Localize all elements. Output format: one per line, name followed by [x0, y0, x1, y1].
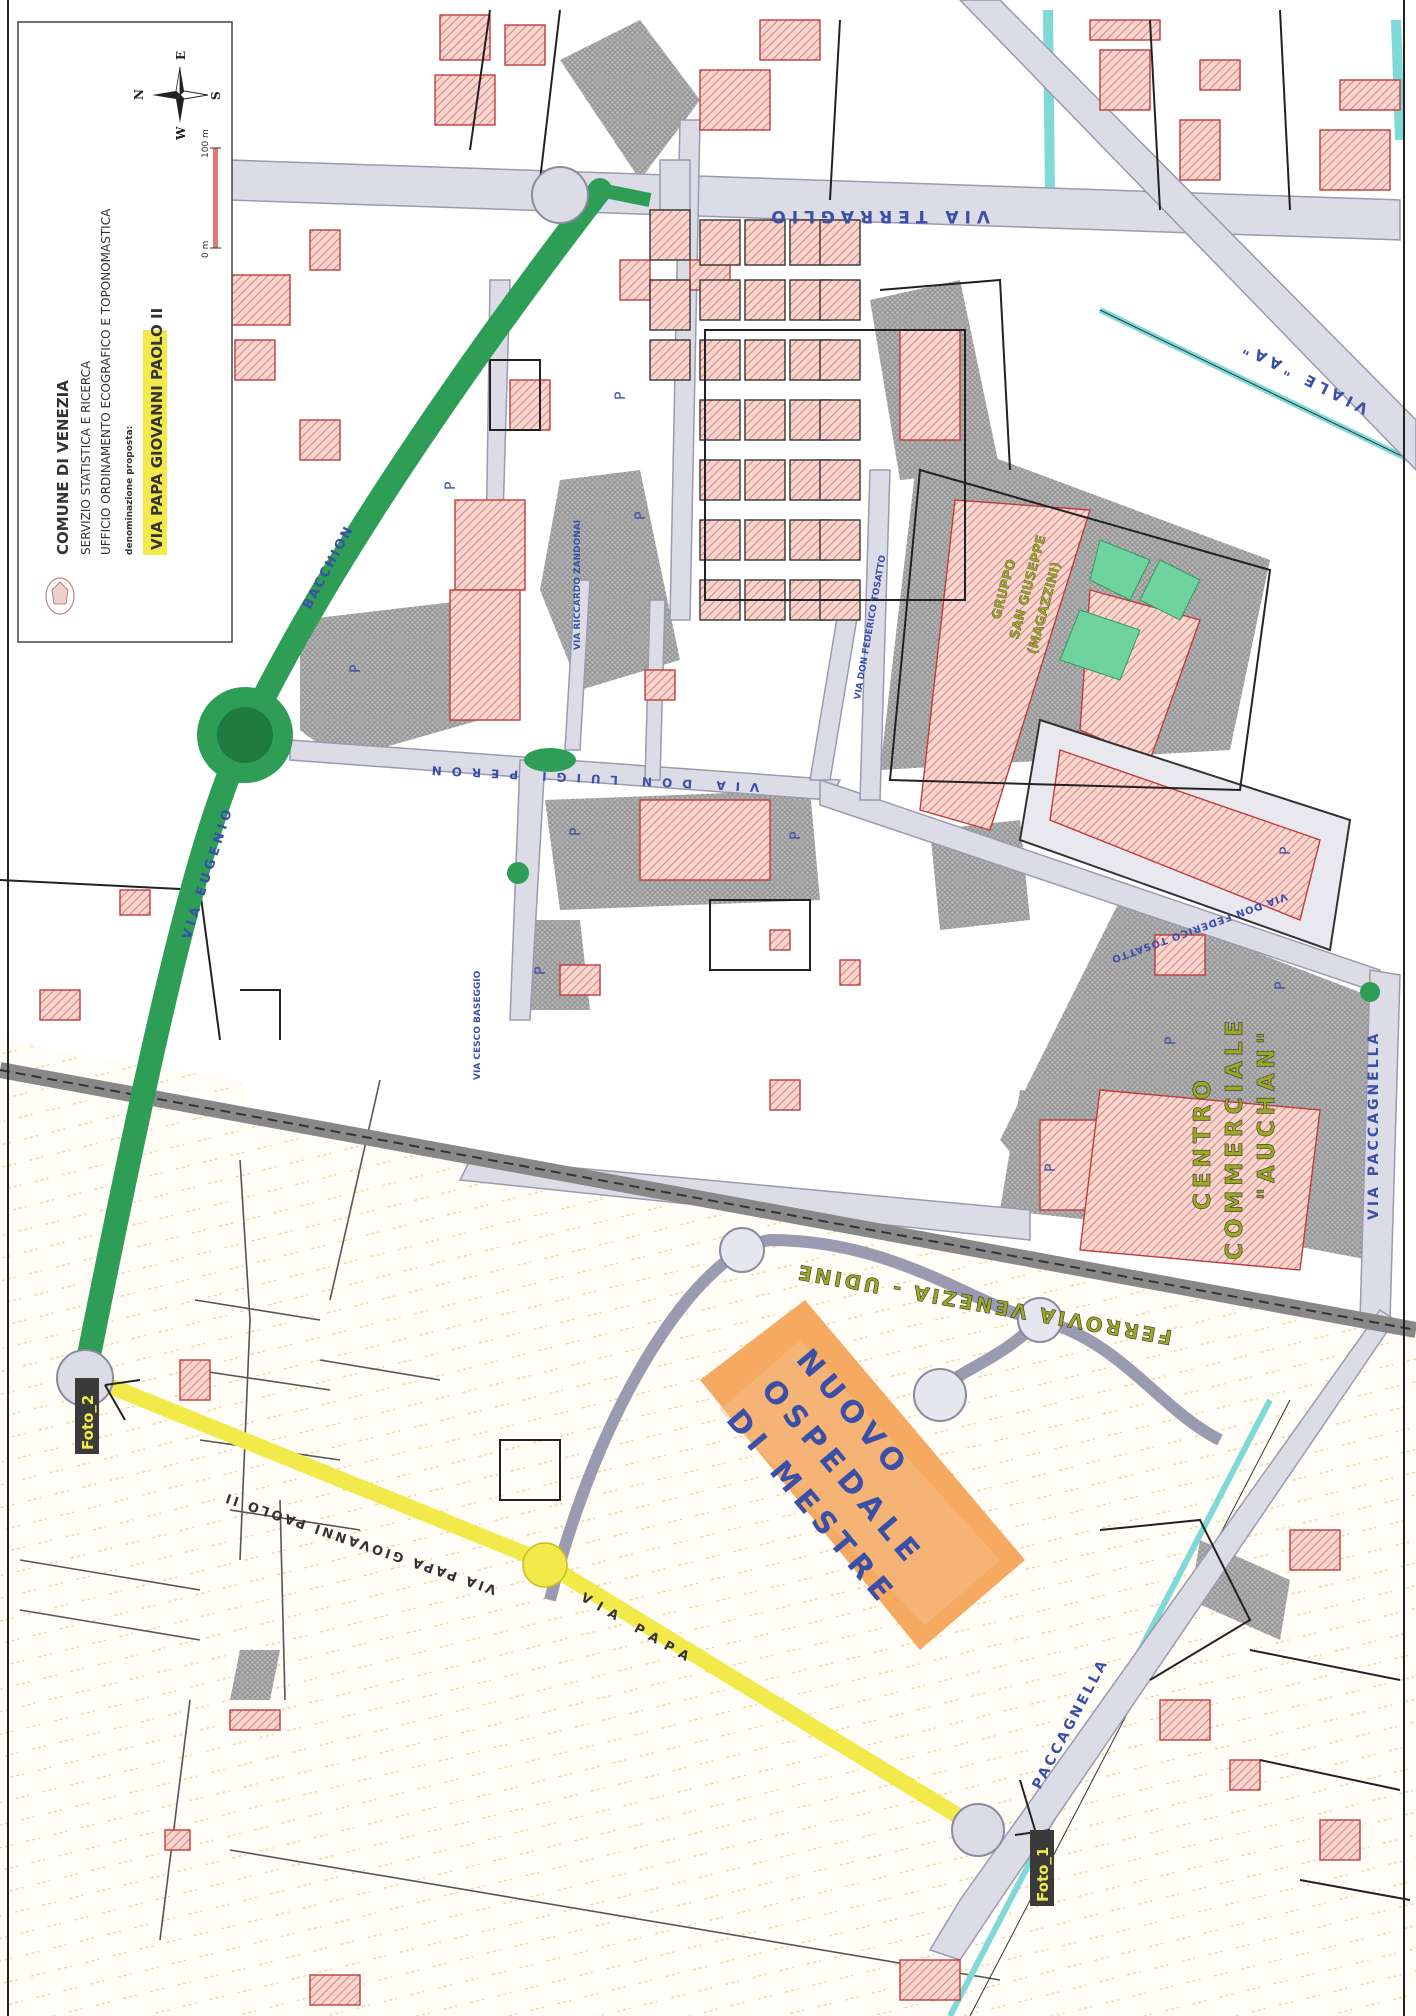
residential-blocks	[649, 209, 861, 621]
mall-line-1: CENTRO	[1190, 1075, 1216, 1210]
photo-marker-1-label: Foto_1	[1034, 1847, 1052, 1902]
compass-w: W	[174, 126, 188, 141]
parking-symbol: P	[533, 967, 549, 975]
page-border	[7, 0, 1405, 2016]
photo-marker-2-label: Foto_2	[79, 1395, 97, 1450]
proposal-label: denominazione proposta:	[125, 426, 135, 555]
hospital-area	[700, 1300, 1025, 1650]
yellow-road	[87, 1372, 973, 1828]
compass-s: S	[209, 91, 223, 100]
parking-symbol: P	[443, 482, 459, 490]
scale-zero-label: 0 m	[201, 241, 211, 258]
compass-n: N	[132, 89, 146, 100]
street-label-via-riccardo-zandonai: VIA RICCARDO ZANDONAI	[573, 520, 583, 650]
office-name: UFFICIO ORDINAMENTO ECOGRAFICO E TOPONOM…	[99, 208, 113, 555]
parking-symbol: P	[613, 392, 629, 400]
building-outlines	[0, 9, 1411, 1901]
green-areas	[1059, 539, 1201, 681]
photo-marker-2[interactable]: Foto_2	[75, 1378, 141, 1454]
compass-rose-icon	[152, 66, 209, 123]
parking-symbol: P	[348, 665, 364, 673]
service-name: SERVIZIO STATISTICA E RICERCA	[79, 360, 93, 555]
scale-hundred-label: 100 m	[201, 129, 211, 158]
railway-line	[0, 1062, 1416, 1338]
street-label-via-cesco-baseggio: VIA CESCO BASEGGIO	[473, 970, 483, 1080]
scale-bar	[210, 147, 221, 249]
mall-building	[1018, 718, 1352, 952]
municipality-name: COMUNE DI VENEZIA	[54, 380, 72, 555]
parking-symbol: P	[1273, 982, 1289, 990]
parking-symbol: P	[633, 512, 649, 520]
field-lines	[19, 1079, 1001, 1981]
small-green-roundabouts	[507, 748, 1380, 1002]
parking-symbol: P	[1043, 1164, 1059, 1172]
hospital-roundabouts	[719, 1227, 1063, 1422]
green-roundabout	[197, 687, 293, 783]
compass-e: E	[174, 51, 188, 60]
parking-symbol: P	[1278, 847, 1294, 855]
parking-symbols: P P P P P P P P P P P	[348, 392, 1294, 1172]
parking-symbol: P	[788, 832, 804, 840]
mall-line-3: "AUCHAN"	[1254, 1027, 1280, 1200]
parking-symbol: P	[568, 828, 584, 836]
street-label-via-paccagnella-a: VIA PACCAGNELLA	[1366, 1031, 1382, 1220]
mall-label: CENTRO COMMERCIALE "AUCHAN"	[1190, 1015, 1281, 1260]
coat-of-arms-icon	[45, 577, 75, 615]
mall-line-2: COMMERCIALE	[1222, 1016, 1248, 1260]
parking-symbol: P	[1163, 1037, 1179, 1045]
street-label-via-terraglio: VIA TERRAGLIO	[765, 206, 990, 226]
title-block: COMUNE DI VENEZIA SERVIZIO STATISTICA E …	[17, 21, 233, 643]
proposed-street-name: VIA PAPA GIOVANNI PAOLO II	[148, 308, 166, 550]
photo-marker-1[interactable]: Foto_1	[1014, 1779, 1054, 1906]
